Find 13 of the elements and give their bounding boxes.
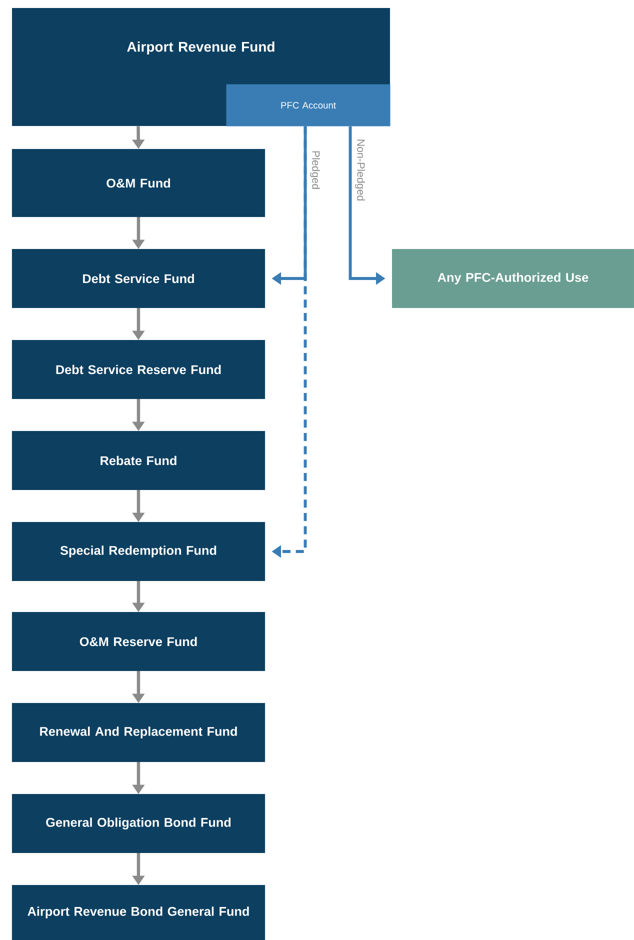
fund-box: Debt Service Reserve Fund xyxy=(12,340,266,399)
edge-label: Non-Pledged xyxy=(355,140,365,200)
fund-box: Airport Revenue Bond General Fund xyxy=(12,885,266,940)
account-box: PFC Account xyxy=(226,84,390,126)
edge-label: Pledged xyxy=(310,151,320,189)
fund-box: O&M Reserve Fund xyxy=(12,612,266,671)
fund-box: Debt Service Fund xyxy=(12,249,266,308)
fund-box: O&M Fund xyxy=(12,149,266,217)
fund-box: Rebate Fund xyxy=(12,431,266,490)
use-box: Any PFC-Authorized Use xyxy=(392,249,634,308)
fund-box: Special Redemption Fund xyxy=(12,522,266,581)
fund-box: Renewal And Replacement Fund xyxy=(12,703,266,762)
fund-box: General Obligation Bond Fund xyxy=(12,794,266,853)
